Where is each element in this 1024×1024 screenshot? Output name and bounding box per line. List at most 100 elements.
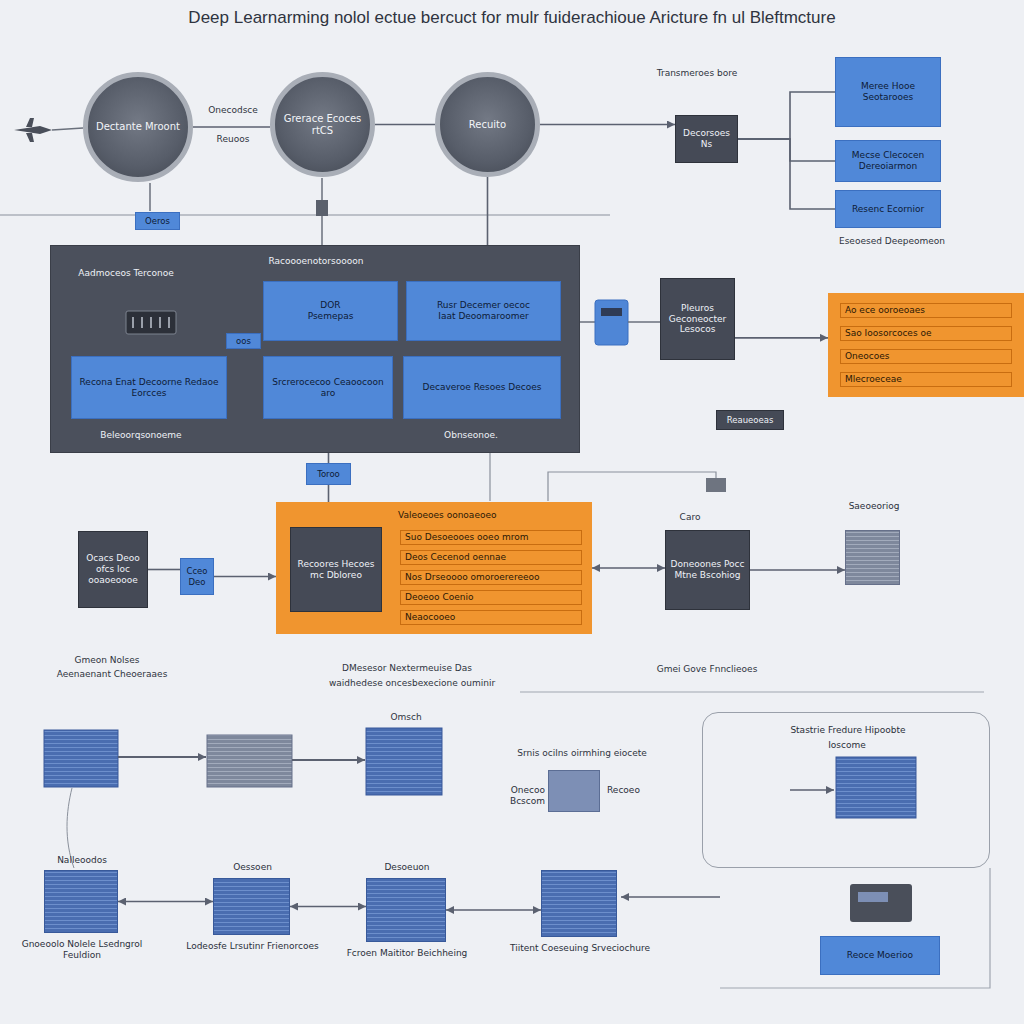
connector — [487, 177, 489, 245]
node-text: Reaueoeas — [727, 415, 774, 425]
node-text: Pleuros Geconeocter Lesocos — [665, 303, 730, 335]
node-text: Nalleoodos — [35, 855, 129, 866]
node-text: Reoce Moerioo — [847, 950, 913, 961]
node-text: Recoeo — [607, 785, 659, 796]
process-box: Pleuros Geconeocter Lesocos — [660, 278, 735, 360]
stem-line — [149, 183, 151, 211]
keyboard-icon — [168, 317, 170, 328]
keyboard-icon — [125, 310, 177, 336]
annotation-label: Aeenaenant Cheoeraaes — [30, 669, 194, 680]
node-text: Lodeosfe Lrsutinr Frienorcoes — [178, 941, 327, 952]
process-circle: Grerace EcocesrtCS — [270, 72, 375, 177]
connector — [735, 337, 828, 339]
bus-line — [0, 214, 610, 215]
node-text: Deoeoo Coenio — [400, 590, 582, 605]
aircraft-icon — [14, 118, 52, 142]
node-text: Racoooenotorsoooon — [201, 256, 431, 267]
node-text: Oneocoes — [840, 349, 1012, 364]
connector — [750, 569, 845, 571]
node-text: Doneoones Pocc Mtne Bscohiog — [670, 559, 745, 581]
node-text: Mlecroeceae — [840, 372, 1012, 387]
output-box: Meree Hooe Seotarooes — [835, 57, 941, 127]
node-text: Srcrerocecoo Ceaoocoon aro — [268, 377, 388, 399]
layer-block: Tiitent Coeseuing Srveciochure — [541, 870, 617, 937]
connector — [375, 124, 435, 126]
input-box: Ocacs Deoo ofcs loc ooaoeoooe — [78, 531, 148, 608]
keyboard-icon — [126, 311, 176, 334]
node-text: Mecse Clecocen Dereoiarmon — [840, 150, 936, 172]
annotation-label: Srnis ocilns oirmhing eiocete — [492, 748, 672, 759]
layer-block: OessoenLodeosfe Lrsutinr Frienorcoes — [213, 878, 290, 935]
node-text: Onecoo Bcscom — [481, 785, 545, 807]
feature-region: Stastrie Fredure HipoobteIoscome — [702, 712, 990, 868]
connector — [738, 92, 835, 139]
keyboard-icon — [150, 317, 152, 328]
frame-line — [520, 692, 984, 693]
connector — [118, 901, 213, 903]
node-text: rtCS — [312, 125, 333, 137]
node-text: Deos Cecenod oennae — [400, 550, 582, 565]
connector — [592, 567, 665, 569]
output-box: Mecse Clecocen Dereoiarmon — [835, 140, 941, 182]
node-text: Suo Desoeooes ooeo mrom — [400, 530, 582, 545]
module-panel: Valeoeoes oonoaeoeoSuo Desoeooes ooeo mr… — [276, 502, 592, 634]
device-icon — [595, 300, 628, 345]
link-wire — [628, 321, 660, 323]
annotation-label: DMesesor Nextermeuise Das — [300, 663, 514, 674]
annotation-label: Caro — [668, 512, 712, 523]
process-box: DORPsemepas — [263, 281, 398, 341]
process-box: Decorsoes Ns — [675, 115, 738, 163]
node-text: Gnoeoolo Nolele Lsedngrol Feuldion — [15, 939, 149, 961]
node-text: Tiitent Coeseuing Srveciochure — [492, 943, 668, 954]
stem-joint — [316, 200, 328, 216]
node-text: Recoores Hecoes mc Dbloreo — [295, 559, 377, 581]
connector — [738, 139, 835, 161]
node-text: Ocacs Deoo ofcs loc ooaoeoooe — [83, 553, 143, 585]
device-box: Onecoo BcscomRecoeo — [548, 770, 600, 812]
process-box: Recona Enat Decoorne Redaoe Eorcces — [71, 356, 227, 419]
node-text: Valeoeoes oonoaeoeo — [398, 510, 578, 521]
process-box: Srcrerocecoo Ceaoocoon aro — [263, 356, 393, 419]
node-text: Saeoeoriog — [832, 501, 916, 512]
keyboard-icon — [141, 317, 143, 328]
connector — [446, 909, 541, 911]
device-icon — [850, 884, 912, 922]
input-wire — [52, 128, 83, 130]
node-text: Oessoen — [204, 862, 301, 873]
node-text: Psemepas — [308, 311, 354, 322]
layer-block — [366, 728, 442, 795]
annotation-label: Omsch — [378, 712, 434, 723]
annotation-label: Reuoos — [200, 134, 266, 145]
tag-box: Reaueoeas — [716, 410, 784, 430]
node-text: Toroo — [317, 469, 340, 479]
flow-arrow — [790, 789, 834, 791]
node-text: Neaocooeo — [400, 610, 582, 625]
node-text: Decorsoes Ns — [680, 128, 733, 150]
node-text: Stastrie Fredure Hipoobte — [763, 725, 933, 736]
node-text: DOR — [320, 300, 340, 311]
connector — [148, 569, 180, 571]
annotation-label: Onecodsce — [200, 105, 266, 116]
annotation-label: waidhedese oncesbexecione ouminir — [290, 678, 534, 689]
flow-arrow — [621, 896, 720, 898]
connector — [193, 126, 270, 128]
frame-line — [720, 868, 990, 988]
node-text: Resenc Ecornior — [852, 204, 924, 215]
node-text: Recuito — [469, 119, 506, 131]
diagram-title: Deep Learnarming nolol ectue bercuct for… — [40, 8, 984, 28]
tag-box: oos — [226, 333, 261, 349]
tag-box: Toroo — [306, 463, 351, 485]
annotation-label: Transmeroes bore — [640, 68, 754, 79]
node-text: Ioscome — [807, 740, 887, 751]
link-wire — [548, 472, 716, 501]
flow-arrow — [292, 759, 365, 761]
connector-box: Cceo Deo — [180, 558, 214, 595]
output-panel: Ao ece ooroeoaesSao Ioosorcoces oeOneoco… — [828, 293, 1024, 397]
tag-box: Oeros — [135, 212, 180, 230]
annotation-label: Gmei Gove Fnnclieoes — [630, 664, 784, 675]
node-text: oos — [236, 336, 251, 346]
keyboard-icon — [159, 317, 161, 328]
output-box: Resenc Ecornior — [835, 190, 941, 228]
device-icon — [858, 892, 888, 902]
node-text: Cceo Deo — [183, 566, 211, 586]
